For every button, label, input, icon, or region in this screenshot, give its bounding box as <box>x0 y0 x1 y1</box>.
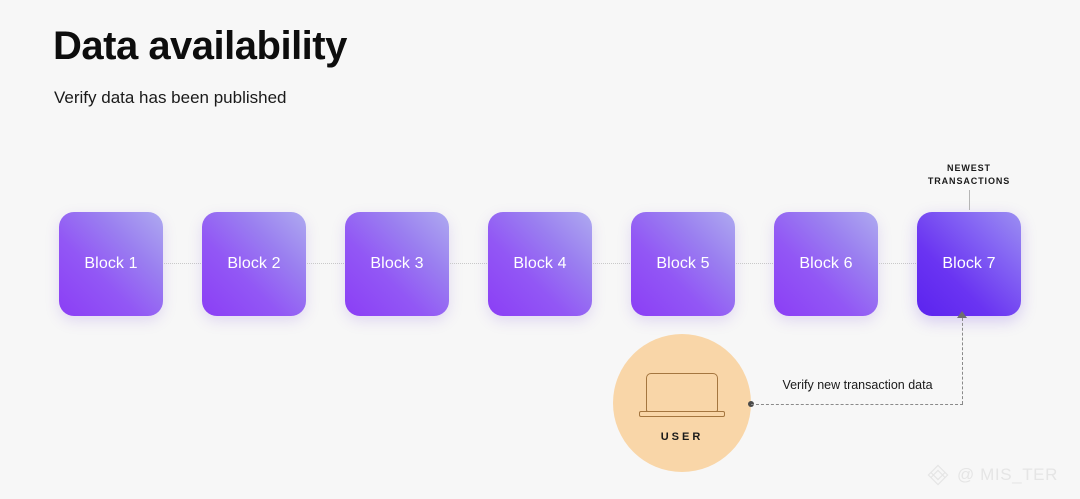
block-connector-1-2 <box>164 263 203 264</box>
block-label: Block 3 <box>370 255 424 272</box>
page-title: Data availability <box>53 24 347 68</box>
block-node-3: Block 3 <box>345 212 449 316</box>
watermark-handle: @ MIS_TER <box>956 465 1058 484</box>
block-node-7: Block 7 <box>917 212 1021 316</box>
block-label: Block 2 <box>227 255 281 272</box>
block-label: Block 7 <box>942 255 996 272</box>
watermark: @ MIS_TER <box>926 463 1058 487</box>
user-node-circle <box>613 334 751 472</box>
laptop-icon <box>639 373 725 421</box>
block-node-5: Block 5 <box>631 212 735 316</box>
verify-path-horizontal <box>751 404 963 405</box>
block-node-6: Block 6 <box>774 212 878 316</box>
diamond-logo-icon <box>927 464 949 486</box>
page-subtitle: Verify data has been published <box>54 88 287 107</box>
block-label: Block 6 <box>799 255 853 272</box>
user-node-label: USER <box>660 431 704 443</box>
block-connector-3-4 <box>450 263 489 264</box>
block-connector-6-7 <box>879 263 918 264</box>
newest-transactions-line-1: NEWEST <box>947 163 991 173</box>
verify-path-vertical <box>962 318 963 404</box>
block-connector-4-5 <box>593 263 632 264</box>
block-node-4: Block 4 <box>488 212 592 316</box>
newest-transactions-leader-line <box>969 190 970 210</box>
block-label: Block 4 <box>513 255 567 272</box>
block-label: Block 1 <box>84 255 138 272</box>
block-node-2: Block 2 <box>202 212 306 316</box>
block-node-1: Block 1 <box>59 212 163 316</box>
verify-path-arrowhead-icon <box>957 311 967 318</box>
block-label: Block 5 <box>656 255 710 272</box>
verify-flow-label: Verify new transaction data <box>782 378 933 392</box>
block-connector-2-3 <box>307 263 346 264</box>
laptop-base-shape <box>639 411 725 417</box>
block-connector-5-6 <box>736 263 775 264</box>
laptop-screen-shape <box>646 373 718 412</box>
newest-transactions-line-2: TRANSACTIONS <box>927 176 1011 187</box>
newest-transactions-callout: NEWEST TRANSACTIONS <box>906 162 1032 188</box>
